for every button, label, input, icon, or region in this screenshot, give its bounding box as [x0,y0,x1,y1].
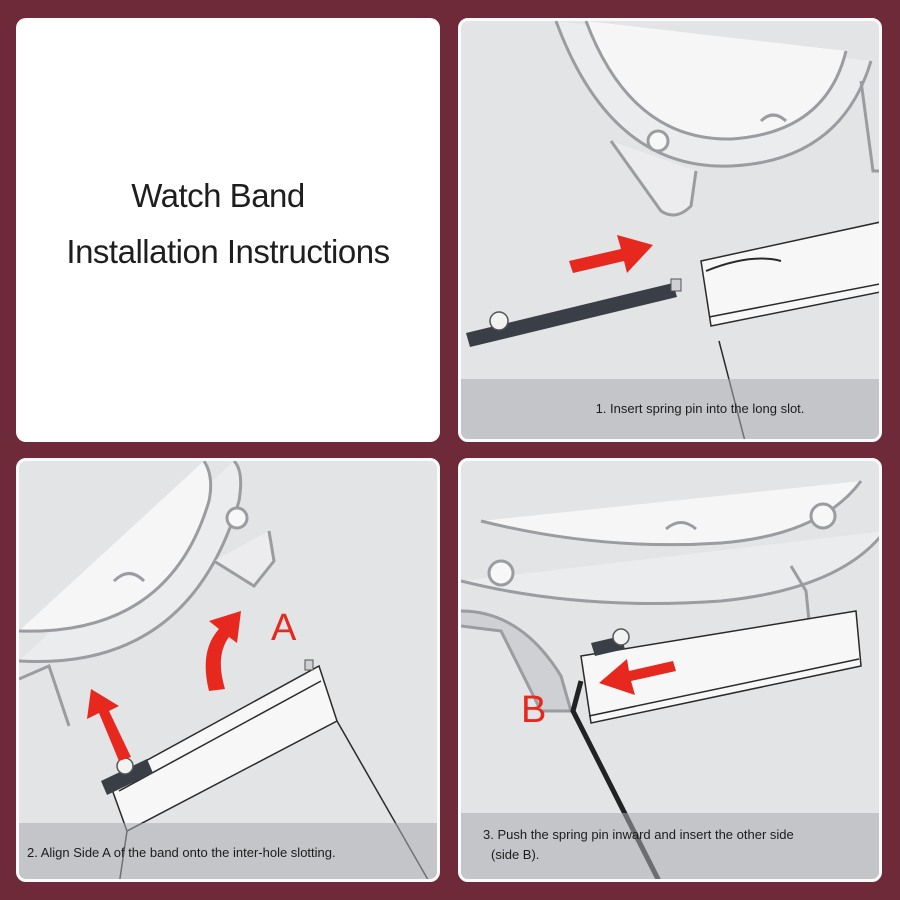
step-3-caption-line-1: 3. Push the spring pin inward and insert… [483,827,794,842]
red-arrow-icon [569,235,653,273]
step-1-caption: 1. Insert spring pin into the long slot. [461,379,879,439]
title-line-1: Watch Band [131,177,305,214]
step-3-caption-line-2: (side B). [491,847,540,862]
step-3-illustration [461,480,879,879]
step-1-panel: 1. Insert spring pin into the long slot. [458,18,882,442]
side-b-label: B [521,689,547,731]
curved-arrow-icon [205,611,241,691]
step-2-illustration [19,461,429,879]
step-2-panel: A 2. Align Side A of the band onto the i… [16,458,440,882]
title-line-2: Installation Instructions [66,233,390,270]
watch-case-outline-icon [461,480,879,713]
step-1-illustration [466,21,879,439]
page-title: Watch Band Installation Instructions [16,168,440,280]
red-arrow-icon [87,689,131,761]
spring-pin-icon [466,278,682,347]
spring-pin-icon [591,628,630,656]
step-3-caption: 3. Push the spring pin inward and insert… [461,813,879,879]
watch-case-outline-icon [19,461,276,727]
title-panel: Watch Band Installation Instructions [16,18,440,442]
red-arrow-icon [599,659,676,695]
spring-pin-icon [101,659,314,795]
watch-case-outline-icon [554,21,879,217]
side-a-label: A [271,607,297,649]
step-2-caption: 2. Align Side A of the band onto the int… [19,823,437,879]
step-3-panel: B 3. Push the spring pin inward and inse… [458,458,882,882]
